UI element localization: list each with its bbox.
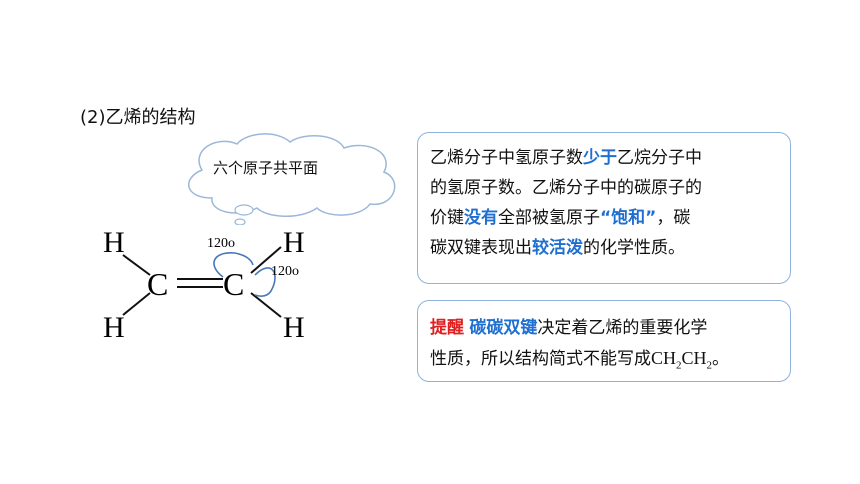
bond-h-c-top-left: [122, 254, 151, 276]
highlight-active: 较活泼: [532, 238, 583, 258]
highlight-double-bond: 碳碳双键: [469, 318, 538, 338]
explanation-line-2: 的氢原子数。乙烯分子中的碳原子的: [430, 178, 702, 198]
bond-c-h-top-right: [250, 246, 282, 274]
atom-c-right: C: [223, 266, 244, 302]
explanation-box: 乙烯分子中氢原子数少于乙烷分子中 的氢原子数。乙烯分子中的碳原子的 价键没有全部…: [417, 132, 791, 284]
bond-c-h-bottom-right: [250, 292, 282, 318]
formula-ch2ch2: CH2CH2: [651, 348, 713, 372]
angle-label-2: 120o: [271, 264, 299, 279]
angle-arc-2: [254, 267, 276, 297]
tip-line-2: 性质，所以结构简式不能写成CH2CH2。: [430, 348, 730, 372]
tip-box: 提醒 碳碳双键决定着乙烯的重要化学 性质，所以结构简式不能写成CH2CH2。: [417, 300, 791, 382]
explanation-line-3: 价键没有全部被氢原子“饱和”，碳: [430, 208, 691, 228]
thought-cloud: [187, 133, 396, 225]
bond-h-c-bottom-left: [122, 292, 151, 316]
atom-h-bottom-left: H: [103, 311, 125, 344]
atom-c-left: C: [147, 266, 168, 302]
highlight-saturated: “饱和”: [600, 208, 657, 228]
angle-label-1: 120o: [207, 236, 235, 251]
tip-line-1: 提醒 碳碳双键决定着乙烯的重要化学: [430, 318, 708, 338]
explanation-line-4: 碳双键表现出较活泼的化学性质。: [430, 238, 685, 258]
explanation-line-1: 乙烯分子中氢原子数少于乙烷分子中: [430, 148, 702, 168]
angle-arc-1: [213, 252, 254, 278]
ethylene-structure: H H C C H H 120o 120o: [103, 226, 305, 344]
tip-label: 提醒: [430, 318, 464, 338]
atom-h-bottom-right: H: [283, 311, 305, 344]
section-heading: (2)乙烯的结构: [80, 107, 196, 128]
atom-h-top-left: H: [103, 226, 125, 259]
highlight-fewer: 少于: [583, 148, 617, 168]
highlight-not: 没有: [464, 208, 498, 228]
atom-h-top-right: H: [283, 226, 305, 259]
cloud-label: 六个原子共平面: [213, 159, 319, 177]
